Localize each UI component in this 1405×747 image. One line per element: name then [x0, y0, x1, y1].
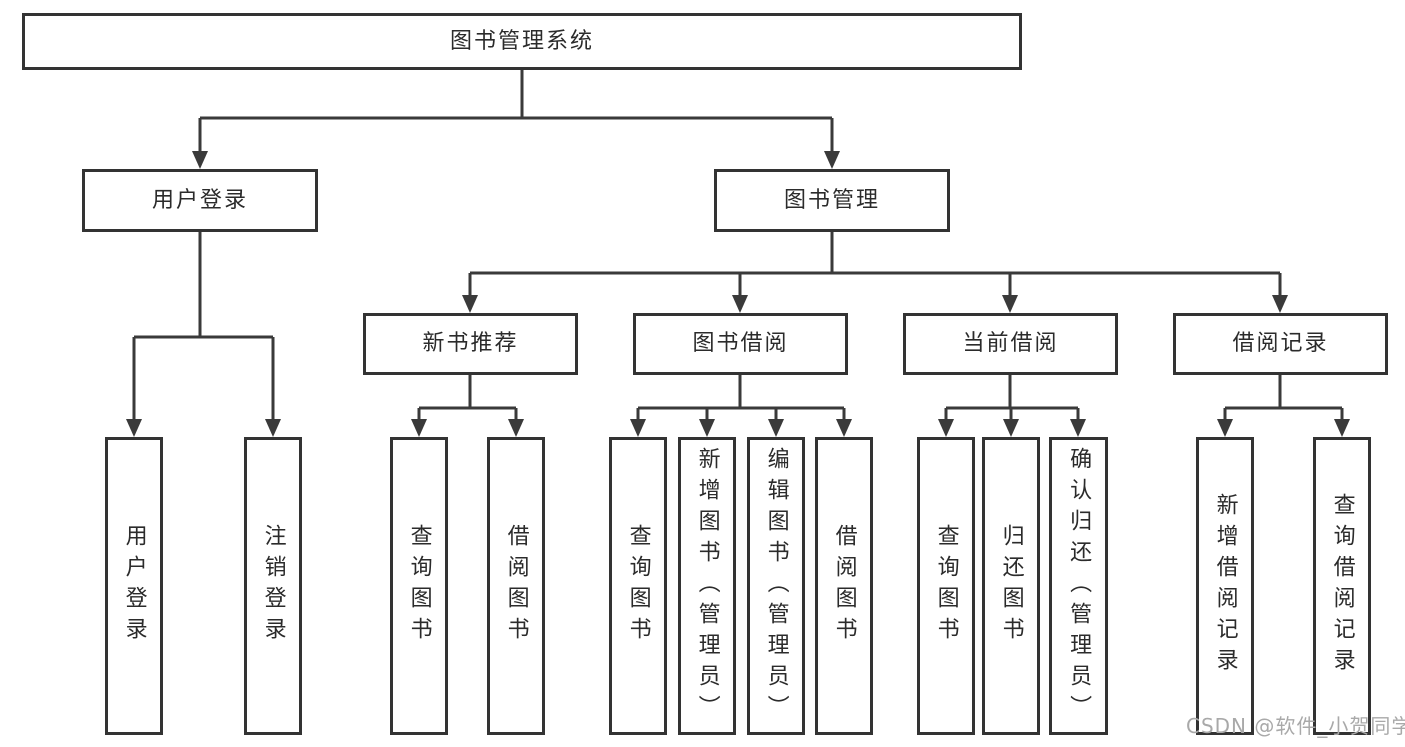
node-current-borrow: 当前借阅	[903, 313, 1118, 375]
leaf-logout: 注销登录	[244, 437, 302, 735]
leaf-newbook-query: 查询图书	[390, 437, 448, 735]
node-user-login: 用户登录	[82, 169, 318, 232]
leaf-current-return-label: 归还图书	[998, 524, 1024, 648]
arrowhead	[126, 419, 142, 437]
leaf-logout-label: 注销登录	[260, 524, 286, 648]
leaf-current-return: 归还图书	[982, 437, 1040, 735]
node-book-management-label: 图书管理	[783, 187, 880, 213]
arrowhead	[508, 419, 524, 437]
leaf-borrow-add: 新增图书（管理员）	[678, 437, 736, 735]
leaf-newbook-borrow: 借阅图书	[487, 437, 545, 735]
arrowhead	[1070, 419, 1086, 437]
arrowhead	[1272, 295, 1288, 313]
leaf-user-login-label: 用户登录	[121, 524, 147, 648]
leaf-newbook-borrow-label: 借阅图书	[503, 524, 529, 648]
arrowhead	[1003, 419, 1019, 437]
leaf-current-confirm: 确认归还（管理员）	[1049, 437, 1108, 735]
arrowhead	[630, 419, 646, 437]
node-book-borrow-label: 图书借阅	[692, 331, 789, 356]
leaf-records-add-label: 新增借阅记录	[1212, 493, 1238, 679]
leaf-borrow-query: 查询图书	[609, 437, 667, 735]
node-current-borrow-label: 当前借阅	[962, 331, 1059, 356]
node-root: 图书管理系统	[22, 13, 1022, 70]
arrowhead	[836, 419, 852, 437]
leaf-borrow-add-label: 新增图书（管理员）	[694, 446, 720, 726]
node-user-login-label: 用户登录	[151, 187, 248, 213]
leaf-records-query: 查询借阅记录	[1313, 437, 1371, 735]
leaf-records-add: 新增借阅记录	[1196, 437, 1254, 735]
leaf-newbook-query-label: 查询图书	[406, 524, 432, 648]
arrowhead	[462, 295, 478, 313]
csdn-watermark: CSDN @软件_小贺同学	[1186, 714, 1405, 738]
leaf-current-query-label: 查询图书	[933, 524, 959, 648]
arrowhead	[768, 419, 784, 437]
leaf-borrow-edit: 编辑图书（管理员）	[747, 437, 805, 735]
arrowhead	[411, 419, 427, 437]
node-book-management: 图书管理	[714, 169, 950, 232]
leaf-records-query-label: 查询借阅记录	[1329, 493, 1355, 679]
node-book-borrow: 图书借阅	[633, 313, 848, 375]
leaf-current-query: 查询图书	[917, 437, 975, 735]
leaf-borrow-edit-label: 编辑图书（管理员）	[763, 446, 789, 726]
arrowhead	[824, 151, 840, 169]
node-new-book-recommend: 新书推荐	[363, 313, 578, 375]
node-borrow-records-label: 借阅记录	[1232, 331, 1329, 356]
arrowhead	[192, 151, 208, 169]
arrowhead	[1217, 419, 1233, 437]
arrowhead	[699, 419, 715, 437]
node-borrow-records: 借阅记录	[1173, 313, 1388, 375]
leaf-borrow-borrow-label: 借阅图书	[831, 524, 857, 648]
leaf-borrow-query-label: 查询图书	[625, 524, 651, 648]
arrowhead	[265, 419, 281, 437]
arrowhead	[938, 419, 954, 437]
leaf-current-confirm-label: 确认归还（管理员）	[1066, 446, 1092, 726]
leaf-user-login: 用户登录	[105, 437, 163, 735]
arrowhead	[1002, 295, 1018, 313]
arrowhead	[1334, 419, 1350, 437]
leaf-borrow-borrow: 借阅图书	[815, 437, 873, 735]
arrowhead	[732, 295, 748, 313]
node-root-label: 图书管理系统	[449, 28, 594, 54]
node-new-book-recommend-label: 新书推荐	[422, 331, 519, 356]
